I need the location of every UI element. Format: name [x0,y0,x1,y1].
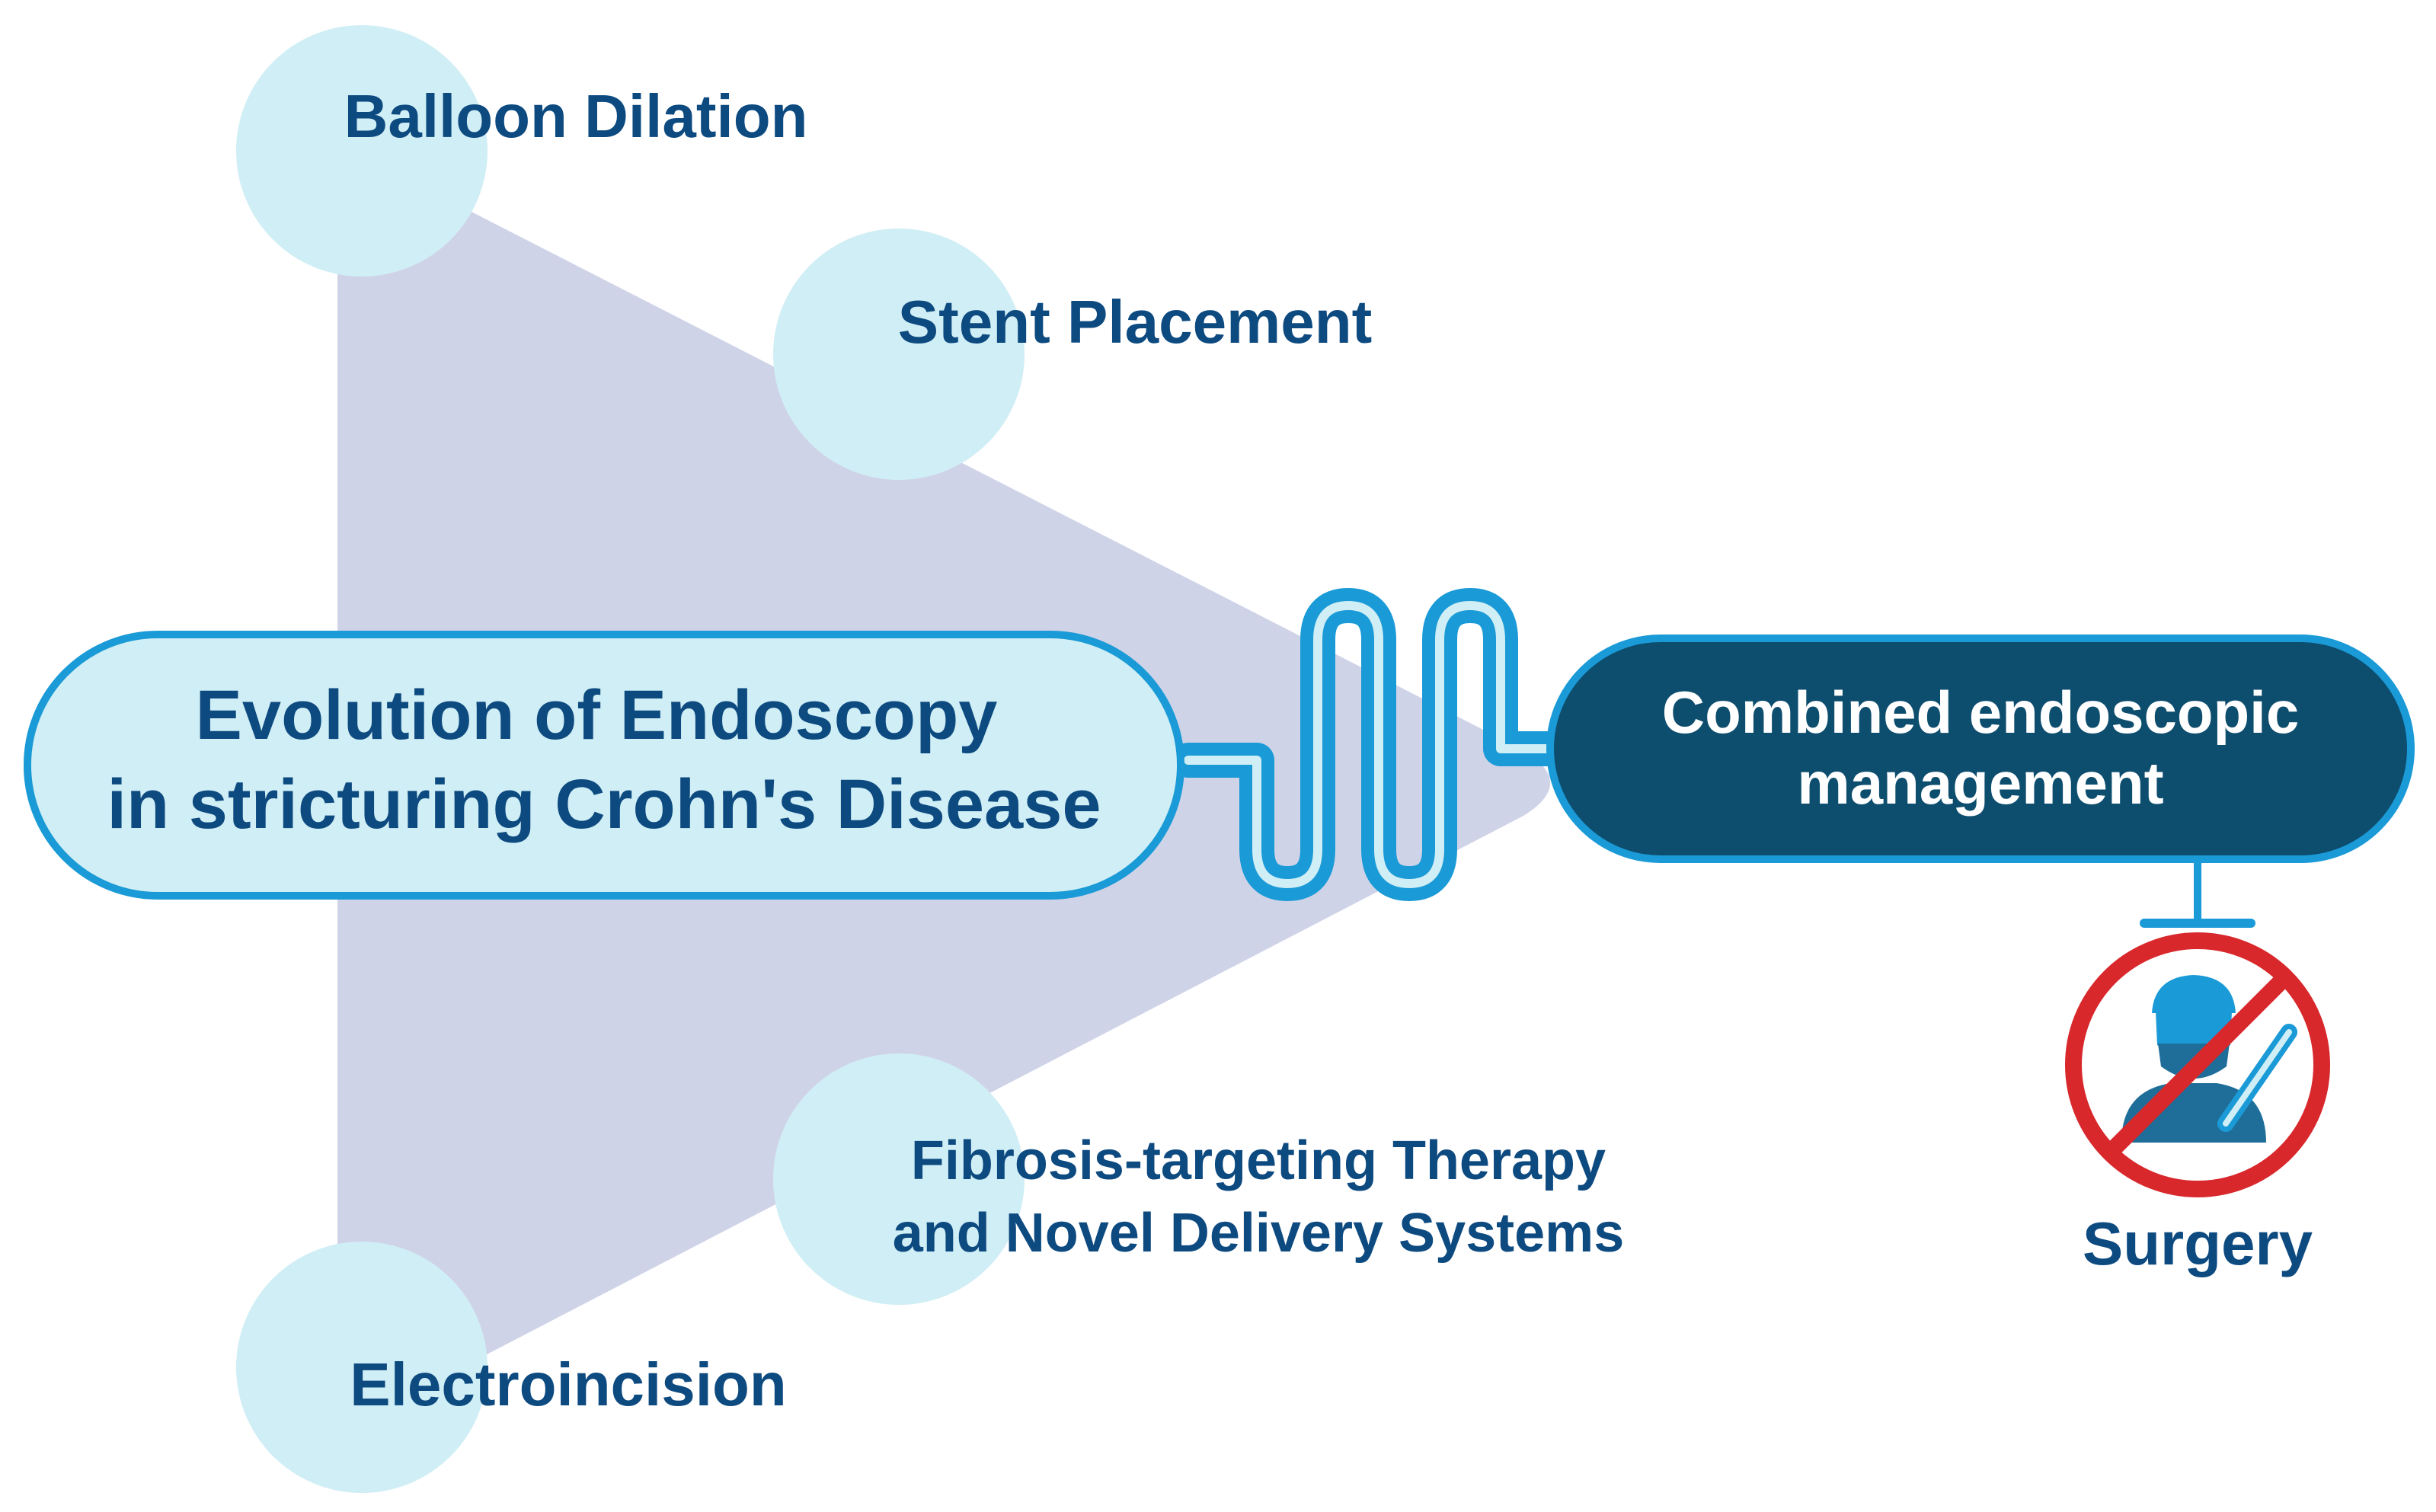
bubble-electroincision [236,1242,488,1493]
bubble-stent-placement [773,229,1025,480]
result-line2: management [1797,750,2163,817]
main-title-line2: in stricturing Crohn's Disease [107,766,1101,843]
label-stent-placement: Stent Placement [898,288,1372,356]
label-fibrosis-line2: and Novel Delivery Systems [893,1203,1624,1264]
result-box [1546,635,2415,863]
bubble-balloon-dilation [236,25,488,277]
label-balloon-dilation: Balloon Dilation [344,82,808,150]
scalpel-icon [2217,1024,2297,1132]
label-electroincision: Electroincision [350,1351,786,1418]
main-title-line1: Evolution of Endoscopy [196,676,998,754]
prohibited-icon [2065,932,2330,1197]
main-title-box [24,631,1184,900]
inhibition-connector [2140,859,2255,928]
label-fibrosis-line1: Fibrosis-targeting Therapy [911,1130,1606,1191]
intestine-icon [1171,588,1568,901]
bubble-fibrosis-therapy [773,1053,1025,1305]
surgery-label: Surgery [2083,1210,2313,1277]
result-line1: Combined endoscopic [1662,679,2299,746]
